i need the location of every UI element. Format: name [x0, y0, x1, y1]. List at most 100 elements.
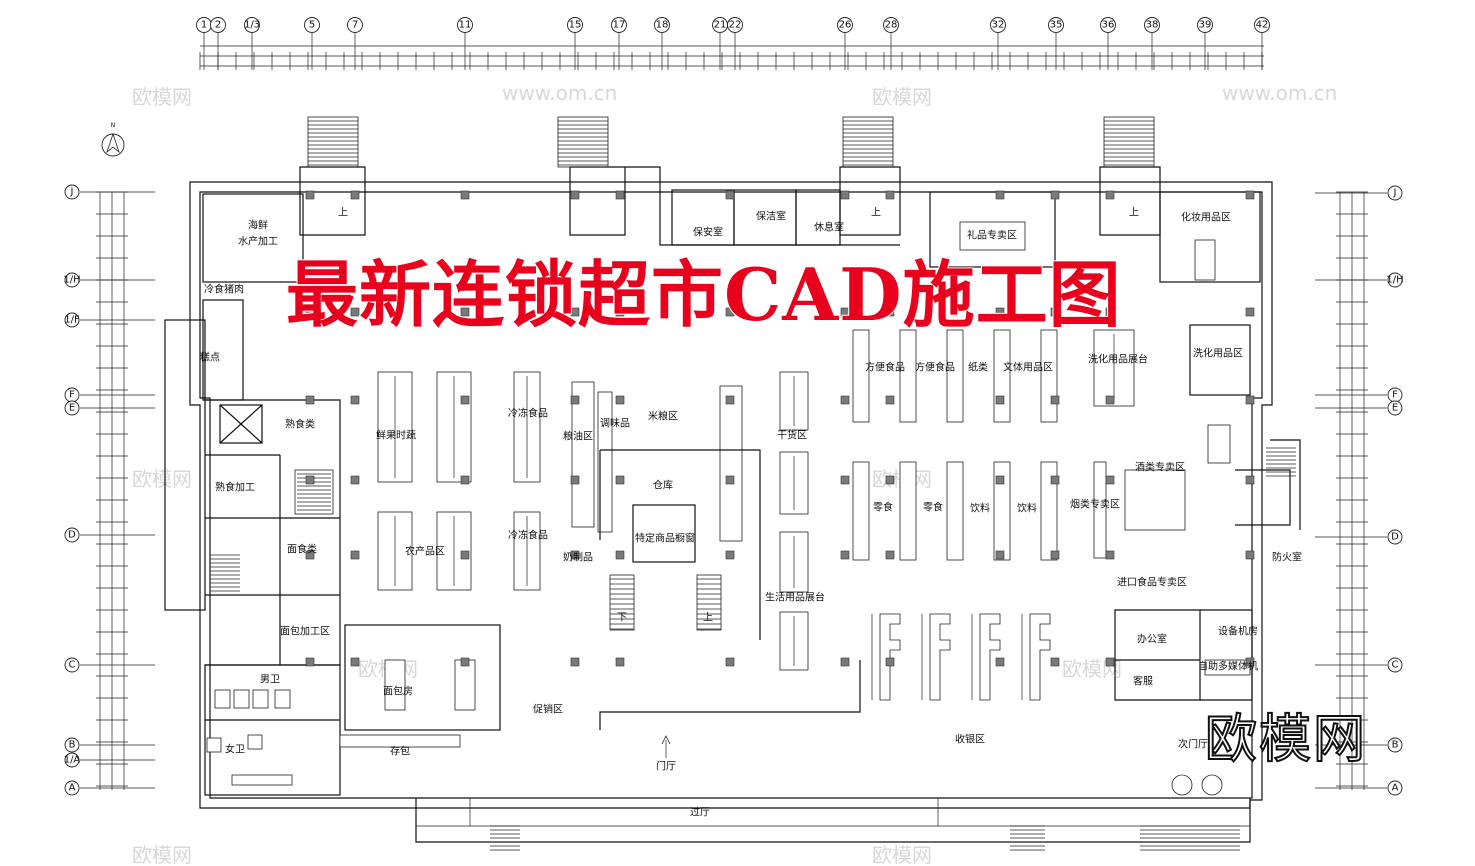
svg-text:F: F: [69, 390, 75, 401]
room-label: 收银区: [955, 733, 985, 746]
structural-column: [1050, 190, 1060, 200]
watermark-layer: 欧模网 欧模网 www.om.cn www.om.cn 欧模网 欧模网 欧模网 …: [132, 81, 1337, 866]
room-label: 办公室: [1137, 633, 1167, 646]
room-label: 促销区: [533, 703, 563, 716]
svg-text:1/H: 1/H: [1386, 275, 1403, 286]
grid-bubble-left: A: [64, 780, 155, 796]
svg-text:32: 32: [992, 20, 1005, 31]
svg-text:11: 11: [459, 20, 472, 31]
structural-column: [1245, 657, 1255, 667]
grid-bubble-left: B: [64, 737, 155, 753]
grid-bubble-top: 38: [1144, 17, 1160, 70]
watermark-text: 欧模网: [132, 85, 192, 109]
structural-column: [305, 475, 315, 485]
structural-column: [350, 475, 360, 485]
room-label: 休息室: [814, 221, 844, 234]
grid-bubble-right: D: [1315, 529, 1403, 545]
grid-bubble-top: 18: [654, 17, 670, 70]
svg-text:35: 35: [1050, 20, 1063, 31]
north-stair-towers: [299, 116, 1161, 246]
structural-column: [1105, 395, 1115, 405]
structural-column: [840, 307, 850, 317]
structural-column: [725, 550, 735, 560]
room-label: 干货区: [777, 429, 807, 442]
structural-column: [570, 475, 580, 485]
room-label: 海鲜: [248, 219, 268, 232]
grid-bubble-top: 39: [1197, 17, 1213, 70]
grid-bubble-right: A: [1315, 780, 1403, 796]
svg-text:39: 39: [1199, 20, 1212, 31]
checkout-counter: [1029, 613, 1051, 701]
shelf-unit: [993, 329, 1011, 423]
room-label: 面包房: [383, 685, 413, 698]
svg-text:N: N: [111, 122, 116, 129]
grid-bubble-top: 32: [990, 17, 1006, 70]
room-label: 设备机房: [1218, 625, 1258, 638]
room-label: 冷冻食品: [508, 529, 548, 542]
structural-column: [885, 550, 895, 560]
room-label: 次门厅: [1178, 738, 1208, 751]
shelf-unit: [571, 381, 595, 528]
structural-columns: [305, 190, 1255, 667]
svg-text:B: B: [69, 740, 76, 751]
shelf-unit: [1093, 461, 1107, 559]
room-label: 零食: [873, 501, 893, 514]
structural-column: [615, 657, 625, 667]
room-label: 洗化用品展台: [1088, 353, 1148, 366]
structural-column: [995, 307, 1005, 317]
watermark-url: www.om.cn: [1222, 81, 1337, 105]
room-label: 仓库: [653, 479, 673, 492]
svg-text:A: A: [69, 783, 76, 794]
grid-bubble-left: 1/A: [64, 752, 155, 768]
structural-column: [1105, 307, 1115, 317]
structural-column: [1245, 475, 1255, 485]
structural-column: [350, 307, 360, 317]
grid-bubble-left: C: [64, 657, 155, 673]
structural-column: [570, 395, 580, 405]
grid-bubble-right: F: [1315, 387, 1403, 403]
structural-column: [840, 190, 850, 200]
room-label: 文体用品区: [1003, 361, 1053, 374]
grid-bubble-top: 42: [1254, 17, 1270, 70]
entrance-arrow-icon: [661, 735, 671, 758]
room-label: 方便食品: [865, 361, 905, 374]
structural-column: [1050, 550, 1060, 560]
checkout-counter: [929, 613, 951, 701]
grid-bubble-top: 1/3: [244, 17, 260, 70]
shelving-units: [377, 329, 1135, 671]
grid-bubble-right: E: [1315, 400, 1403, 416]
structural-column: [460, 550, 470, 560]
grid-bubble-top: 2: [210, 17, 226, 70]
structural-column: [615, 190, 625, 200]
banner-title: 最新连锁超市CAD施工图: [285, 251, 1122, 338]
svg-text:22: 22: [729, 20, 742, 31]
svg-text:38: 38: [1146, 20, 1159, 31]
svg-text:26: 26: [839, 20, 852, 31]
structural-column: [840, 475, 850, 485]
structural-column: [570, 307, 580, 317]
structural-column: [305, 657, 315, 667]
room-label: 鲜果时蔬: [376, 429, 416, 442]
structural-column: [1105, 475, 1115, 485]
svg-text:1: 1: [201, 20, 207, 31]
structural-column: [995, 475, 1005, 485]
structural-column: [1050, 475, 1060, 485]
checkout-barrier: [599, 660, 861, 730]
structural-column: [725, 307, 735, 317]
room-label: 饮料: [1017, 502, 1037, 515]
room-label: 酒类专卖区: [1135, 461, 1185, 474]
svg-text:1/F: 1/F: [64, 315, 80, 326]
structural-column: [615, 307, 625, 317]
room-label: 特定商品橱窗: [635, 532, 695, 545]
stair-up-label: 上: [1129, 207, 1139, 219]
structural-column: [460, 475, 470, 485]
shelf-unit: [1040, 329, 1058, 423]
room-label: 熟食加工: [215, 481, 255, 494]
structural-column: [350, 657, 360, 667]
structural-column: [460, 395, 470, 405]
structural-column: [885, 307, 895, 317]
structural-column: [995, 190, 1005, 200]
watermark-text: 欧模网: [872, 843, 932, 866]
interior-partitions-left: [164, 193, 501, 796]
